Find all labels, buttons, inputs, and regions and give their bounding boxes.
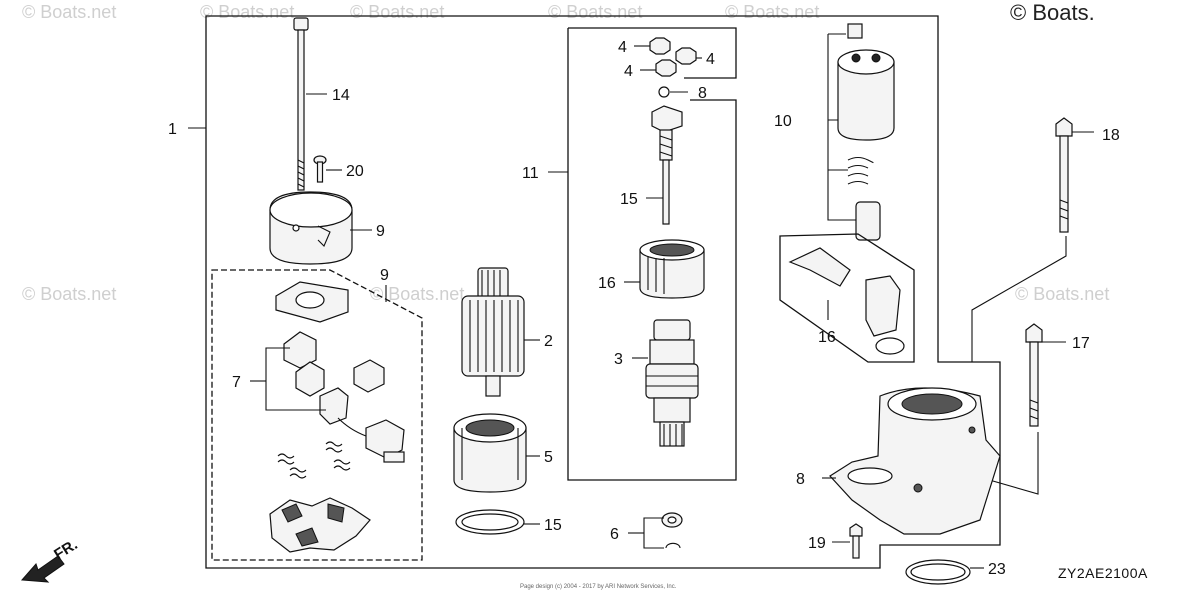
callout-12: 10	[774, 113, 792, 130]
callout-6: 8	[698, 85, 707, 102]
callout-4: 4	[706, 51, 715, 68]
callout-10: 8	[796, 471, 805, 488]
copyright-line: Page design (c) 2004 - 2017 by ARI Netwo…	[520, 584, 677, 590]
nut-4	[649, 37, 697, 77]
callout-9: 9	[380, 267, 389, 284]
watermark: © Boats.net	[350, 2, 444, 22]
callout-7: 7	[232, 374, 241, 391]
gasket-plate	[275, 281, 349, 323]
bolt-20-guide	[971, 236, 1067, 362]
callout-4: 4	[618, 39, 627, 56]
pinion-assembly-outline	[567, 27, 737, 481]
callout-14: 14	[332, 87, 350, 104]
bolt-21	[849, 523, 863, 559]
shift-lever-18	[788, 247, 905, 355]
diagram-code: ZY2AE2100A	[1058, 565, 1148, 581]
callout-15: 15	[620, 191, 638, 208]
callout-19: 17	[1072, 335, 1090, 352]
brush-holder-plate	[269, 497, 371, 553]
leader-8-bracket	[643, 517, 664, 549]
watermark: © Boats.net	[1015, 284, 1109, 304]
callout-22: 20	[346, 163, 364, 180]
watermark: © Boats.net	[725, 2, 819, 22]
callout-3: 3	[614, 351, 623, 368]
callout-5: 5	[544, 449, 553, 466]
bolt-20	[1055, 117, 1073, 233]
screw-22	[313, 155, 327, 183]
starter-housing-10	[829, 387, 1001, 535]
starter-assembly-outline	[205, 15, 1001, 569]
o-ring-23	[905, 559, 971, 585]
callout-4: 4	[624, 63, 633, 80]
o-ring-17	[455, 509, 525, 535]
rear-cover-11	[269, 191, 353, 265]
pinion-shaft-15	[651, 105, 683, 225]
stop-ring-8	[661, 512, 683, 549]
watermark: © Boats.net	[548, 2, 642, 22]
internal-gear-16	[639, 239, 705, 299]
callout-17: 15	[544, 517, 562, 534]
yoke-5	[453, 413, 527, 493]
callout-2: 2	[544, 333, 553, 350]
leader-7-bracket	[265, 347, 326, 411]
callout-1: 1	[168, 121, 177, 138]
callout-21: 19	[808, 535, 826, 552]
callout-16: 16	[598, 275, 616, 292]
callout-20: 18	[1102, 127, 1120, 144]
lever-set-outline	[779, 233, 915, 363]
callout-13: 11	[522, 165, 539, 182]
callout-11: 9	[376, 223, 385, 240]
callout-18: 16	[818, 329, 836, 346]
watermark: © Boats.net	[200, 2, 294, 22]
watermark: © Boats.net	[370, 284, 464, 304]
watermark-group: © Boats.net © Boats.net © Boats.net © Bo…	[22, 0, 1109, 304]
front-direction-arrow	[20, 555, 65, 583]
armature-2	[461, 267, 525, 397]
washer-6	[658, 86, 670, 98]
solenoid-12	[837, 23, 895, 241]
brush-springs	[277, 441, 351, 479]
through-bolt-14	[293, 17, 309, 191]
leader-12-bracket	[827, 33, 856, 221]
brush-holder-outline	[211, 269, 423, 561]
callout-23: 23	[988, 561, 1006, 578]
watermark: © Boats.net	[22, 284, 116, 304]
bolt-19	[1025, 323, 1043, 427]
callout-8: 6	[610, 526, 619, 543]
watermark-corner: © Boats.	[1010, 0, 1095, 25]
watermark: © Boats.net	[22, 2, 116, 22]
pinion-clutch-3	[645, 319, 699, 447]
brush-set-7	[283, 331, 405, 463]
